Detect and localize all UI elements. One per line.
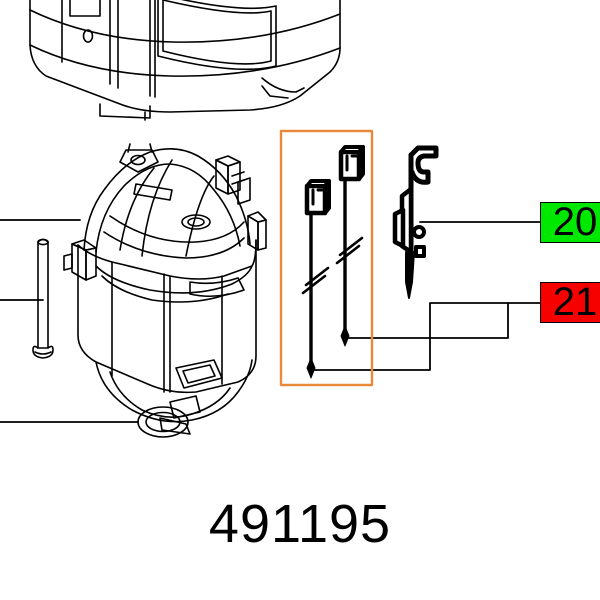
callout-badge-21[interactable]: 21 [540, 282, 600, 323]
motor-housing-cover [29, 0, 341, 121]
leader-line-callout-21-left [310, 302, 541, 371]
brush-holder-spring-clip [392, 145, 439, 299]
highlight-box-carbon-brushes [279, 129, 374, 387]
callout-number-21: 21 [552, 279, 598, 324]
o-ring-washer [137, 406, 189, 438]
callout-badge-20[interactable]: 20 [540, 202, 600, 243]
leader-lines [0, 219, 541, 423]
part-number-label: 491195 [208, 494, 392, 554]
leader-line-callout-21-right [344, 302, 509, 339]
carbon-brush-right [335, 145, 365, 347]
callout-number-20: 20 [552, 199, 598, 244]
motor-stator-field-assembly [63, 143, 267, 435]
carbon-brush-left [301, 179, 331, 379]
long-screw-bolt [32, 238, 54, 359]
